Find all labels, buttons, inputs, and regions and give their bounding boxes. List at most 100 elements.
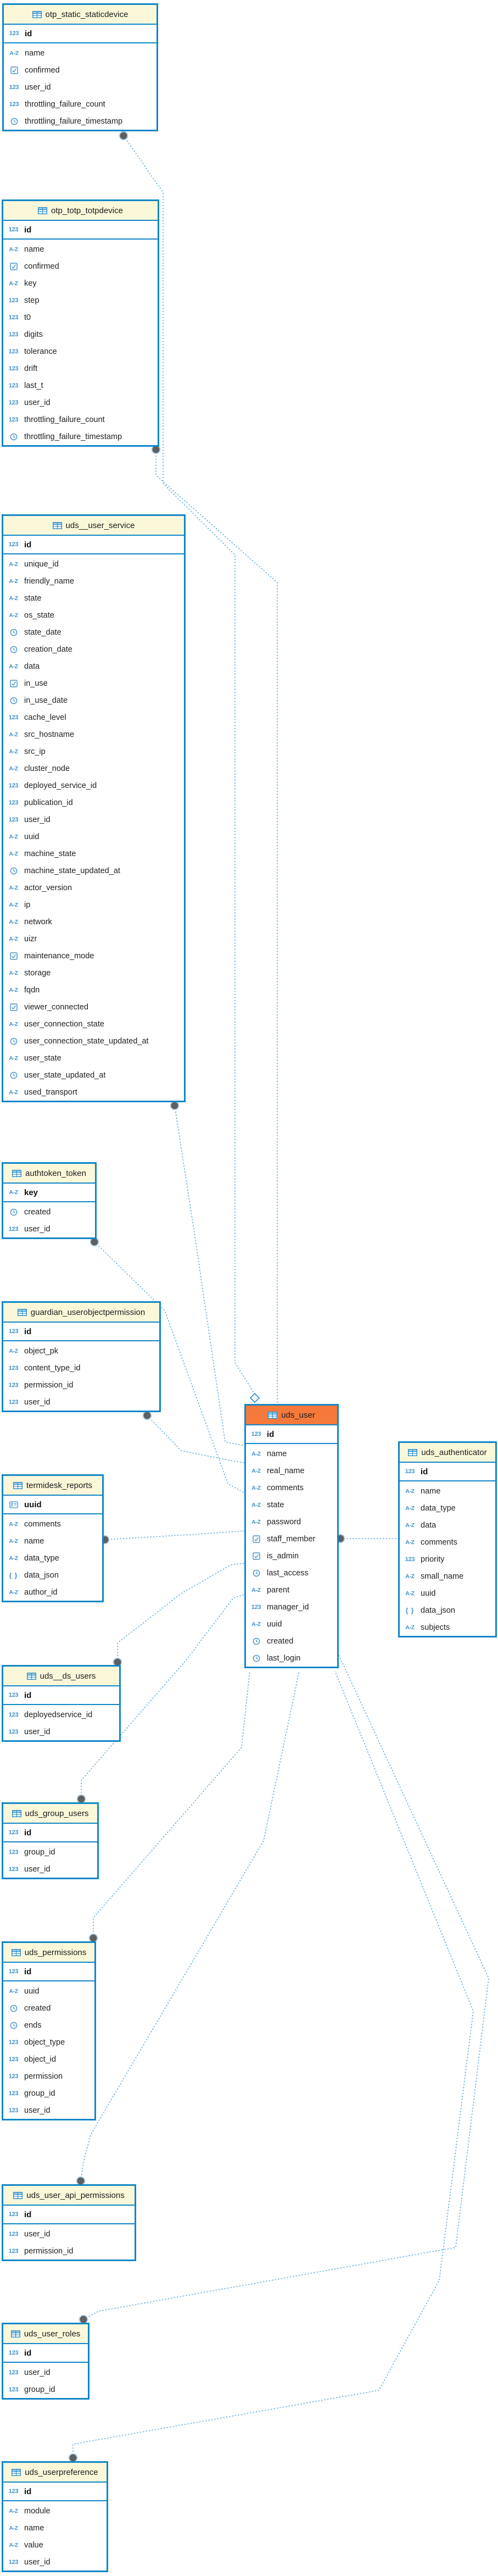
table-icon bbox=[13, 2191, 23, 2199]
number-type-icon: 123 bbox=[9, 84, 19, 91]
datetime-type-icon bbox=[6, 1072, 21, 1079]
table-header[interactable]: uds__user_service bbox=[3, 516, 184, 536]
relationship-line-authtoken_token-to-uds_user[interactable] bbox=[94, 1241, 245, 1494]
datetime-type-icon bbox=[6, 697, 21, 704]
text-type-icon: A-Z bbox=[251, 1450, 261, 1457]
primary-key-row: uuid bbox=[3, 1496, 102, 1514]
relationship-line-otp_static_staticdevice-to-uds_user[interactable] bbox=[123, 135, 255, 1395]
column-name: user_id bbox=[24, 398, 51, 407]
relationship-line-otp_totp_totpdevice-to-uds_user[interactable] bbox=[155, 449, 278, 1403]
table-header[interactable]: uds_permissions bbox=[3, 1943, 94, 1963]
table-header[interactable]: otp_totp_totpdevice bbox=[3, 201, 158, 221]
column-name: ends bbox=[24, 2020, 42, 2030]
column-name: created bbox=[267, 1636, 294, 1646]
datetime-type-icon bbox=[6, 867, 21, 875]
column-name: uuid bbox=[24, 1986, 40, 1996]
text-type-icon: A-Z bbox=[405, 1539, 415, 1546]
table-header[interactable]: guardian_userobjectpermission bbox=[3, 1303, 159, 1323]
number-type-icon: 123 bbox=[405, 1468, 415, 1475]
relationship-line-termidesk_reports-to-uds_user[interactable] bbox=[104, 1530, 245, 1540]
table-header[interactable]: otp_static_staticdevice bbox=[4, 5, 156, 25]
column-name: is_admin bbox=[267, 1551, 299, 1561]
table-icon bbox=[12, 1169, 22, 1177]
column-name: name bbox=[24, 2523, 44, 2533]
column-name: user_connection_state bbox=[24, 1019, 104, 1029]
table-header[interactable]: termidesk_reports bbox=[3, 1476, 102, 1496]
text-type-icon: A-Z bbox=[405, 1522, 415, 1529]
table-header[interactable]: uds_group_users bbox=[3, 1804, 97, 1824]
text-type-icon: A-Z bbox=[9, 1020, 18, 1028]
table-header[interactable]: uds_userpreference bbox=[3, 2463, 107, 2483]
relationship-line-uds_permissions-to-uds_user[interactable] bbox=[93, 1670, 250, 1938]
relationship-line-uds__user_service-to-uds_user[interactable] bbox=[174, 1105, 245, 1446]
column-name: user_id bbox=[24, 2368, 51, 2377]
relationship-line-uds_group_users-to-uds_user[interactable] bbox=[81, 1594, 245, 1799]
table-header[interactable]: uds__ds_users bbox=[3, 1667, 119, 1686]
table-header[interactable]: uds_user_roles bbox=[3, 2324, 88, 2344]
number-type-icon: 123 bbox=[251, 1431, 261, 1437]
relationship-line-uds_user_roles-to-uds_user[interactable] bbox=[83, 1655, 489, 2320]
bool-type-icon bbox=[6, 679, 21, 687]
relationship-line-uds_user_api_permissions-to-uds_user[interactable] bbox=[80, 1670, 300, 2181]
column-name: real_name bbox=[267, 1466, 305, 1475]
object-type-icon bbox=[6, 1501, 21, 1508]
column-name: step bbox=[24, 296, 40, 305]
number-type-icon: 123 bbox=[8, 2369, 19, 2376]
column-name: uuid bbox=[24, 832, 40, 841]
column-name: id bbox=[25, 29, 32, 38]
column-name: uizr bbox=[24, 934, 37, 943]
table-icon bbox=[12, 2468, 21, 2476]
number-type-icon: 123 bbox=[8, 2039, 19, 2046]
relationship-line-guardian_userobjectpermission-to-uds_user[interactable] bbox=[147, 1415, 245, 1463]
table-header[interactable]: uds_user_api_permissions bbox=[3, 2186, 135, 2206]
text-type-icon: A-Z bbox=[9, 246, 18, 253]
text-type-icon: A-Z bbox=[9, 1189, 18, 1196]
text-type-icon: A-Z bbox=[9, 935, 18, 942]
text-type-icon: A-Z bbox=[9, 578, 18, 585]
bool-type-icon bbox=[6, 1003, 21, 1011]
bool-type-icon bbox=[249, 1552, 264, 1560]
number-type-icon: 123 bbox=[251, 1603, 261, 1611]
relationship-line-uds_userpreference-to-uds_user[interactable] bbox=[72, 1670, 474, 2458]
table-icon bbox=[10, 2330, 20, 2338]
table-header[interactable]: uds_authenticator bbox=[400, 1443, 495, 1463]
column-name: cluster_node bbox=[24, 764, 70, 773]
column-name: data_type bbox=[24, 1553, 59, 1563]
text-type-icon: A-Z bbox=[251, 1467, 261, 1474]
table-header[interactable]: authtoken_token bbox=[3, 1164, 95, 1184]
table-header[interactable]: uds_user bbox=[246, 1406, 337, 1425]
column-name: actor_version bbox=[24, 883, 72, 892]
number-type-icon: 123 bbox=[8, 2090, 19, 2097]
text-type-icon: A-Z bbox=[405, 1504, 415, 1512]
datetime-type-icon bbox=[6, 646, 21, 653]
relationship-line-uds__ds_users-to-uds_user[interactable] bbox=[117, 1563, 245, 1662]
